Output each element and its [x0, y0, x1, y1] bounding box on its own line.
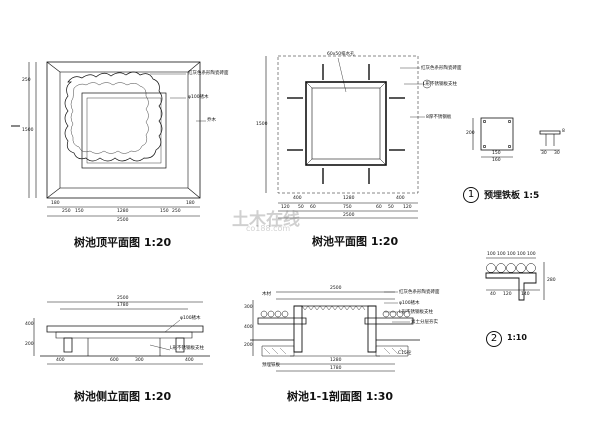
- plan-top-dim-b3: 1280: [117, 209, 129, 214]
- plan-title: 树池平面图 1:20: [312, 235, 399, 248]
- tree-pit-plan: [265, 55, 432, 219]
- plan-dim-a2: 400: [396, 196, 405, 201]
- embed-dim-2: 160: [492, 158, 501, 163]
- plan-note-plate: 8厚不锈钢板: [426, 115, 452, 120]
- watermark-text: 土木在线: [232, 210, 300, 230]
- embed-dim-4: 30: [554, 151, 560, 156]
- detail2-dim-t0: 100: [487, 252, 496, 257]
- detail2-dim-t4: 100: [527, 252, 536, 257]
- plan-dim-a0: 400: [293, 196, 302, 201]
- side-dim-b0: 400: [56, 358, 65, 363]
- plan-top-dim-b0: 180: [51, 201, 60, 206]
- section-note-concrete: C15砼: [398, 351, 412, 356]
- plan-dim-a1: 1280: [343, 196, 355, 201]
- side-dim-b2: 300: [135, 358, 144, 363]
- side-dim-t1: 1780: [117, 303, 129, 308]
- side-note-steel: L形不锈钢板支柱: [170, 346, 205, 351]
- detail2-circle: 2: [486, 331, 502, 347]
- detail2-dim-b2: 140: [521, 292, 530, 297]
- embed-dim-3: 30: [541, 151, 547, 156]
- section-note-bar: φ100楮木: [399, 301, 420, 306]
- detail2-dim-b1: 120: [503, 292, 512, 297]
- plan-top-dim-l0: 250: [22, 78, 31, 83]
- embed-dim-5: 8: [562, 129, 565, 134]
- plan-top-dim-b4: 150: [160, 209, 169, 214]
- plan-top-note-tree: 乔木: [207, 118, 216, 123]
- plan-dim-b4: 60: [376, 205, 382, 210]
- detail2-dim-t1: 100: [497, 252, 506, 257]
- section-note-steel: L形不锈钢板支柱: [399, 310, 434, 315]
- embed-title: 预埋铁板 1:5: [484, 191, 540, 201]
- plan-note-steel: L形不锈钢板支柱: [423, 82, 458, 87]
- plan-top-note-bar: φ100楮木: [188, 95, 209, 100]
- section-dim-l1: 400: [244, 325, 253, 330]
- plan-top-note-paving: 红灰色条形陶瓷砖面: [188, 71, 229, 76]
- embed-circle: 1: [463, 187, 479, 203]
- section-title: 树池1-1剖面图 1:30: [287, 390, 394, 403]
- plan-top-dim-b2: 150: [75, 209, 84, 214]
- section-note-wood: 木材: [262, 292, 271, 297]
- plan-dim-b3: 750: [343, 205, 352, 210]
- section-dim-b1: 1780: [330, 366, 342, 371]
- detail2-dim-t2: 100: [507, 252, 516, 257]
- plan-dim-b2: 60: [310, 205, 316, 210]
- side-title: 树池侧立面图 1:20: [74, 390, 172, 403]
- section-note-embed: 预埋铁板: [262, 363, 280, 368]
- plan-dim-b6: 120: [403, 205, 412, 210]
- side-note-bar: φ100楮木: [180, 316, 201, 321]
- side-dim-t0: 2500: [117, 296, 129, 301]
- embed-dim-1: 200: [466, 131, 475, 136]
- bench-support-detail: [485, 257, 545, 301]
- section-dim-l0: 300: [244, 305, 253, 310]
- plan-top-dim-b5: 250: [172, 209, 181, 214]
- detail2-dim-t3: 100: [517, 252, 526, 257]
- section-dim-l2: 200: [244, 343, 253, 348]
- plan-dim-left: 1500: [256, 122, 268, 127]
- side-dim-l1: 200: [25, 342, 34, 347]
- detail2-dim-b0: 40: [490, 292, 496, 297]
- plan-dim-b0: 120: [281, 205, 290, 210]
- plan-note-drain: 60x50排水孔: [327, 52, 355, 57]
- section-note-soil: 素土分层夯实: [411, 320, 438, 325]
- plan-note-paving: 红灰色条形陶瓷砖面: [421, 66, 462, 71]
- plan-top-dim-l1: 1500: [22, 128, 34, 133]
- plan-dim-b1: 50: [298, 205, 304, 210]
- embedded-plate-detail: [472, 117, 561, 158]
- embed-dim-0: 150: [492, 151, 501, 156]
- plan-top-title: 树池顶平面图 1:20: [74, 236, 172, 249]
- side-dim-l0: 400: [25, 322, 34, 327]
- detail2-scale: 1:10: [507, 333, 527, 342]
- section-dim-b2: 2500: [330, 286, 342, 291]
- tree-pit-section-1-1: [250, 291, 420, 372]
- watermark-sub: co188.com: [246, 224, 291, 233]
- section-note-paving: 红灰色条形陶瓷砖面: [399, 290, 440, 295]
- plan-top-dim-b1: 250: [62, 209, 71, 214]
- side-dim-b3: 400: [185, 358, 194, 363]
- tree-pit-side-elevation: [33, 301, 210, 365]
- plan-top-dim-total: 2500: [117, 218, 129, 223]
- plan-dim-total: 2500: [343, 213, 355, 218]
- plan-dim-b5: 50: [388, 205, 394, 210]
- detail2-dim-r: 280: [547, 278, 556, 283]
- side-dim-b1: 600: [110, 358, 119, 363]
- tree-pit-top-plan: [11, 61, 206, 217]
- section-dim-b0: 1280: [330, 358, 342, 363]
- plan-top-dim-b6: 180: [186, 201, 195, 206]
